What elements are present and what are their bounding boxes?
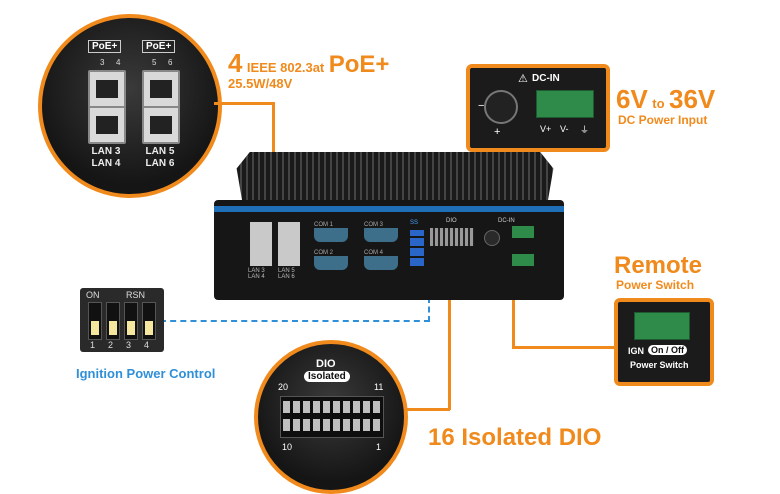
dip-num-2: 2 [108, 340, 114, 350]
poe-zoom-circle: PoE+ PoE+ 3 4 5 6 LAN 3 LAN 4 LAN 5 LAN … [38, 14, 222, 198]
chassis-lan-group-left: LAN 3 LAN 4 [248, 238, 265, 280]
remote-connector-vertical [512, 258, 515, 348]
lan-label-6: LAN 6 [145, 158, 175, 169]
remote-terminal-block [634, 312, 690, 340]
com1-label: COM 1 [314, 222, 334, 228]
com4-label: COM 4 [364, 250, 384, 256]
dio-zoom-circle: DIO Isolated 20 11 10 1 [254, 340, 408, 494]
dc-minus-label: − [478, 100, 485, 112]
warning-icon: ⚠ [518, 73, 528, 85]
rj45-port-lan5 [142, 70, 180, 108]
chassis-lan5: LAN 5 [278, 268, 295, 274]
poe-power: 25.5W/48V [228, 76, 293, 91]
remote-subtitle: Power Switch [616, 278, 695, 292]
remote-connector-horizontal [512, 346, 616, 349]
dio-pin-1: 1 [376, 442, 382, 452]
dc-terminal-vplus: V+ [540, 124, 552, 134]
remote-switch-panel: IGN On / Off Power Switch [614, 298, 714, 386]
dip-on-label: ON [86, 290, 100, 300]
dio-pin-block [280, 396, 384, 438]
dip-switch: ON RSN 1 2 3 4 [80, 288, 164, 352]
ignition-title: Ignition Power Control [76, 366, 216, 381]
dio-pin-11: 11 [374, 382, 384, 392]
com-port-2: COM 2 [314, 250, 348, 270]
remote-onoff-badge: On / Off [648, 345, 687, 355]
chassis-blue-stripe [214, 206, 564, 212]
dc-terminal-block [536, 90, 594, 118]
ignition-dashed-vertical [428, 278, 430, 322]
poe-header-left: PoE+ [88, 40, 122, 53]
dc-range: 6V to 36V [616, 84, 715, 115]
dip-lever-4 [142, 302, 156, 340]
lan-group-right: LAN 5 LAN 6 [138, 146, 182, 170]
rj45-port-lan4 [88, 106, 126, 144]
chassis-lan3: LAN 3 [248, 268, 265, 274]
lan-label-5: LAN 5 [145, 146, 175, 157]
chassis-dio-label: DIO [446, 218, 457, 224]
dip-num-4: 4 [144, 340, 150, 350]
dc-subtitle: DC Power Input [618, 113, 708, 127]
chassis-dc-terminal [512, 226, 534, 238]
chassis-lan4: LAN 4 [248, 274, 265, 280]
dio-header: DIO [316, 358, 336, 370]
ground-icon: ⏚ [580, 125, 590, 135]
rj45-port-lan3 [88, 70, 126, 108]
dc-range-from: 6V [616, 84, 648, 114]
remote-switch-label: Power Switch [630, 360, 689, 370]
chassis-lan-group-right: LAN 5 LAN 6 [278, 238, 295, 280]
pin-label-3: 3 [100, 58, 105, 67]
pin-label-5: 5 [152, 58, 157, 67]
dip-lever-2 [106, 302, 120, 340]
dc-jack-icon [484, 90, 518, 124]
lan-label-3: LAN 3 [91, 146, 121, 157]
com-port-1: COM 1 [314, 222, 348, 242]
com-port-3: COM 3 [364, 222, 398, 242]
chassis-dc-jack [484, 230, 500, 246]
lan-label-4: LAN 4 [91, 158, 121, 169]
dio-connector-vertical [448, 248, 451, 410]
remote-ign-label: IGN [628, 346, 645, 356]
dc-range-to: 36V [669, 84, 716, 114]
dio-isolated-badge: Isolated [304, 371, 350, 382]
heatsink-fins [236, 152, 554, 207]
dip-num-1: 1 [90, 340, 96, 350]
dc-terminal-vminus: V- [560, 124, 569, 134]
dc-in-panel: ⚠ DC-IN − + V+ V- ⏚ [466, 64, 610, 152]
poe-standard: IEEE 802.3at [246, 60, 325, 75]
chassis-dc-label: DC-IN [498, 218, 515, 224]
usb-label: SS [410, 220, 419, 226]
poe-title: 4 IEEE 802.3at PoE+ [228, 48, 389, 79]
usb-ports [410, 230, 424, 266]
dc-plus-label: + [494, 126, 501, 138]
chassis-lan6: LAN 6 [278, 274, 295, 280]
dc-in-label: DC-IN [532, 73, 560, 84]
poe-header-right: PoE+ [142, 40, 176, 53]
dio-pin-10: 10 [282, 442, 293, 452]
chassis-lan-ports [250, 222, 300, 266]
com2-label: COM 2 [314, 250, 334, 256]
com-port-4: COM 4 [364, 250, 398, 270]
device-chassis: LAN 3 LAN 4 LAN 5 LAN 6 COM 1 COM 3 COM … [214, 200, 564, 300]
dip-num-3: 3 [126, 340, 132, 350]
dip-lever-3 [124, 302, 138, 340]
dc-range-to-word: to [652, 96, 665, 111]
dio-pin-20: 20 [278, 382, 289, 392]
pin-label-4: 4 [116, 58, 121, 67]
chassis-power-switch [512, 254, 534, 266]
chassis-dio-header [430, 228, 474, 246]
dio-connector-horizontal [400, 408, 450, 411]
lan-group-left: LAN 3 LAN 4 [84, 146, 128, 170]
dip-rsn-label: RSN [126, 290, 146, 300]
dip-lever-1 [88, 302, 102, 340]
poe-count: 4 [228, 48, 243, 78]
rj45-port-lan6 [142, 106, 180, 144]
ignition-dashed-line [160, 320, 430, 322]
com3-label: COM 3 [364, 222, 384, 228]
pin-label-6: 6 [168, 58, 173, 67]
poe-connector-line [214, 102, 274, 105]
remote-title: Remote [614, 252, 703, 279]
dio-title: 16 Isolated DIO [428, 424, 602, 451]
poe-brand: PoE+ [328, 51, 390, 78]
